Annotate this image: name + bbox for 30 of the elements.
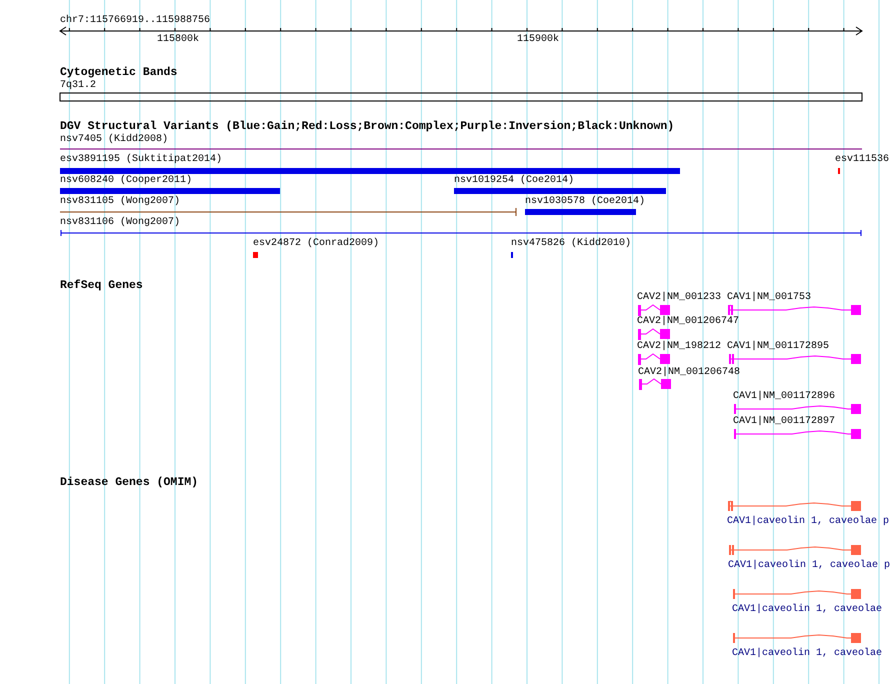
band-label: 7q31.2 — [60, 80, 96, 92]
gene-label: CAV1|NM_001172895 — [727, 341, 830, 353]
gene-label: CAV1|NM_001753 — [727, 292, 812, 304]
feature-label: nsv1030578 (Coe2014) — [525, 196, 646, 208]
region-label: chr7:115766919..115988756 — [60, 15, 210, 27]
gene-label: CAV2|NM_001206748 — [638, 367, 740, 379]
gene-label: CAV1|caveolin 1, caveolae p — [727, 516, 890, 528]
track-title: Cytogenetic Bands — [60, 67, 178, 79]
tick-label: 115800k — [157, 34, 200, 46]
gene-label: CAV1|NM_001172897 — [733, 416, 836, 428]
track-title: Disease Genes (OMIM) — [60, 477, 198, 489]
track-title: RefSeq Genes — [60, 280, 143, 292]
feature-label: nsv475826 (Kidd2010) — [511, 238, 632, 250]
feature-label: nsv831105 (Wong2007) — [60, 196, 180, 208]
feature-label: nsv831106 (Wong2007) — [60, 217, 180, 229]
feature-label: esv24872 (Conrad2009) — [253, 238, 380, 250]
gene-label: CAV2|NM_001233 — [637, 292, 722, 304]
gene-label: CAV1|NM_001172896 — [733, 391, 836, 403]
gene-label: CAV1|caveolin 1, caveolae — [732, 648, 882, 660]
gene-label: CAV2|NM_001206747 — [637, 316, 740, 328]
gene-label: CAV1|caveolin 1, caveolae p — [728, 560, 890, 572]
feature-label: nsv7405 (Kidd2008) — [60, 134, 168, 146]
tick-label: 115900k — [517, 34, 560, 46]
track-title: DGV Structural Variants (Blue:Gain;Red:Loss;Brown:Complex;Purple:Inversion;Black:Unknown) — [60, 121, 674, 133]
feature-label: esv3891195 (Suktitipat2014) — [60, 154, 222, 166]
feature-label: nsv608240 (Cooper2011) — [60, 175, 192, 187]
gene-label: CAV1|caveolin 1, caveolae — [732, 604, 882, 616]
gene-label: CAV2|NM_198212 — [637, 341, 722, 353]
feature-label: nsv1019254 (Coe2014) — [454, 175, 574, 187]
feature-label: esv111536 — [835, 154, 890, 166]
